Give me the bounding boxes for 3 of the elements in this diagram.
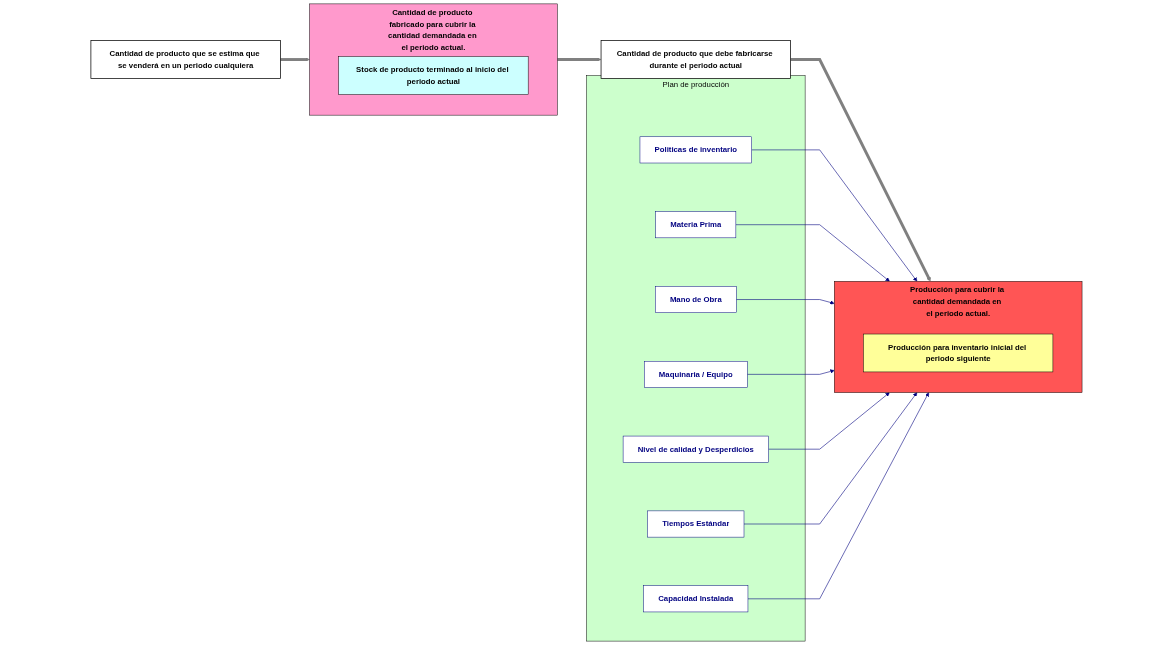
arrow bbox=[556, 57, 601, 62]
arrow bbox=[790, 58, 931, 282]
arrow bbox=[279, 57, 310, 62]
